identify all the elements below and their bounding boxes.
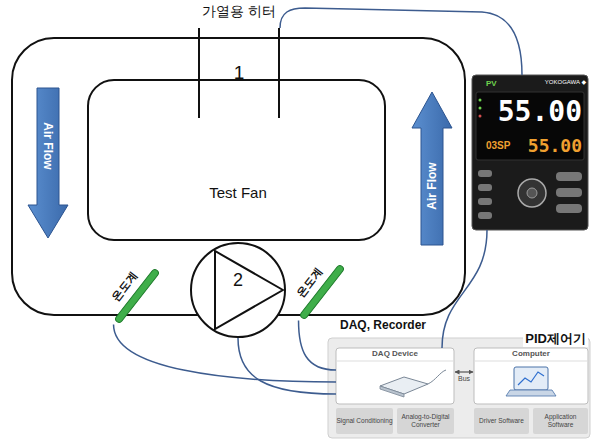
controller-display	[476, 92, 584, 160]
controller-button	[478, 184, 492, 191]
heater-heading: 가열용 히터	[168, 3, 310, 20]
panel-ground	[328, 338, 590, 438]
indicator-led	[479, 99, 482, 102]
controller-button	[478, 198, 492, 205]
display-value: 55.00	[516, 135, 582, 157]
signal-wire	[299, 320, 336, 370]
signal-wire	[442, 230, 487, 348]
controller-button	[556, 172, 582, 181]
air-flow-label: Air Flow	[41, 122, 55, 169]
controller-button	[556, 204, 582, 213]
brand-name: YOKOGAWA ◆	[510, 79, 586, 86]
controller-label: PID제어기	[523, 331, 588, 347]
test-fan-circle: Test Fan2	[190, 242, 286, 338]
controller-button	[556, 188, 582, 197]
computer-icon	[514, 367, 548, 390]
callout-number: 2	[228, 270, 248, 292]
air-flow-arrow	[412, 92, 452, 245]
display-tag: 03SP	[486, 140, 510, 152]
card-divider	[336, 361, 454, 362]
computer-card	[474, 348, 588, 404]
card-heading: DAQ Device	[336, 349, 454, 359]
signal-wire	[238, 338, 336, 394]
strip-label: Application Software	[533, 408, 588, 434]
callout-number: 1	[200, 62, 278, 85]
computer-icon-base	[506, 390, 556, 396]
controller-button	[478, 170, 492, 177]
card-divider	[474, 361, 588, 362]
card-strip	[336, 408, 393, 434]
signal-wire	[280, 8, 522, 75]
display-value: 55.00	[488, 95, 582, 129]
duct-inner-wall	[88, 80, 385, 240]
bus-connector	[455, 371, 473, 372]
thermometer-label: 온도계	[89, 243, 161, 330]
heater-section: 가열용 히터1	[198, 28, 280, 118]
controller-dial-center	[527, 188, 537, 198]
computer-box: ComputerDriver SoftwareApplication Softw…	[474, 348, 588, 434]
fan-triangle	[215, 251, 283, 329]
daq-panel	[328, 338, 590, 438]
air-flow-arrow	[28, 88, 68, 238]
strip-label: Driver Software	[474, 408, 529, 434]
daq-device-box: DAQ DeviceSignal ConditioningAnalog-to-D…	[336, 348, 454, 434]
card-strip	[397, 408, 454, 434]
indicator-led	[479, 115, 482, 118]
fan-heading: Test Fan	[158, 184, 318, 202]
strip-label: Signal Conditioning	[336, 408, 393, 434]
duct-outer-wall	[12, 38, 465, 315]
edge-label: Bus	[457, 375, 471, 383]
daq-device-cable	[428, 370, 446, 384]
pid-controller	[472, 75, 588, 230]
device-card	[336, 348, 454, 404]
air-flow-label: Air Flow	[425, 162, 439, 209]
computer-icon-graph	[518, 372, 544, 385]
controller-button	[478, 212, 492, 219]
group-heading: DAQ, Recorder	[340, 318, 426, 332]
indicator-led	[479, 107, 482, 110]
controller-dial	[518, 179, 546, 207]
card-heading: Computer	[474, 349, 588, 359]
thermometer-probe: 온도계	[299, 264, 346, 321]
thermometer-probe: 온도계	[114, 268, 161, 325]
controller-body	[472, 75, 588, 230]
daq-device-icon-side	[380, 386, 404, 397]
display-tag: PV	[486, 79, 497, 89]
card-strip	[474, 408, 529, 434]
card-strip	[533, 408, 588, 434]
strip-label: Analog-to-Digital Converter	[397, 408, 454, 434]
